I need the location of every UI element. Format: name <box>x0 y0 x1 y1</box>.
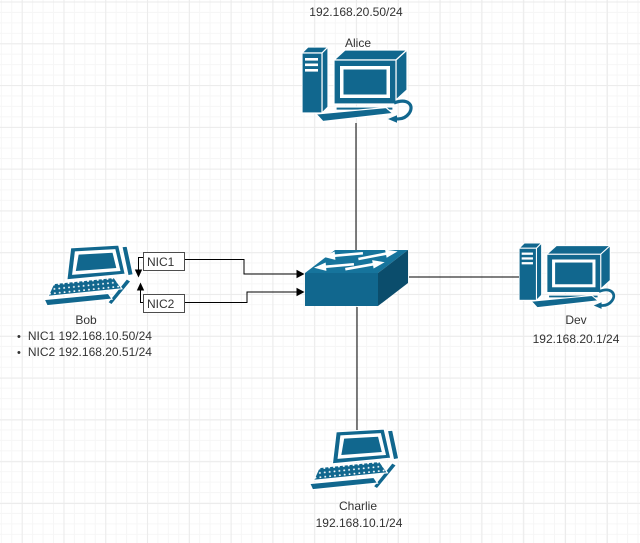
charlie-name-label: Charlie <box>338 499 378 513</box>
arrowhead-down-icon <box>134 269 143 278</box>
arrowhead-right-icon <box>296 287 305 297</box>
arrowhead-right-icon <box>296 269 305 279</box>
nic2-label: NIC2 <box>147 296 175 311</box>
desktop-computer-icon[interactable] <box>302 47 417 123</box>
bob-nic2-address: NIC2 192.168.20.51/24 <box>27 344 152 359</box>
connector-nic2-laptop[interactable] <box>136 282 145 303</box>
bob-nic1-address: NIC1 192.168.10.50/24 <box>27 329 152 343</box>
laptop-icon[interactable] <box>43 245 135 309</box>
bullet-icon <box>17 331 21 343</box>
arrowhead-up-icon <box>136 282 145 291</box>
list-item: NIC2 192.168.20.51/24 <box>17 345 152 361</box>
alice-ip-label: 192.168.20.50/24 <box>309 5 403 19</box>
charlie-ip-label: 192.168.10.1/24 <box>315 516 403 530</box>
connector-nic2-switch[interactable] <box>185 287 305 303</box>
list-item: NIC1 192.168.10.50/24 <box>17 329 152 345</box>
alice-name-label: Alice <box>344 36 372 50</box>
laptop-icon[interactable] <box>306 429 403 493</box>
dev-ip-label: 192.168.20.1/24 <box>532 332 620 346</box>
bob-name-label: Bob <box>75 313 97 327</box>
bob-nic-list: NIC1 192.168.10.50/24 NIC2 192.168.20.51… <box>17 329 152 360</box>
desktop-computer-icon[interactable] <box>519 243 619 309</box>
nic2-label-box[interactable]: NIC2 <box>143 294 185 313</box>
dev-name-label: Dev <box>565 313 587 327</box>
connector-nic1-laptop[interactable] <box>134 257 143 278</box>
nic1-label-box[interactable]: NIC1 <box>143 252 185 271</box>
bullet-icon <box>17 347 21 359</box>
connector-nic1-switch[interactable] <box>185 259 305 279</box>
ethernet-switch-icon[interactable] <box>305 250 409 307</box>
nic1-label: NIC1 <box>147 254 175 269</box>
